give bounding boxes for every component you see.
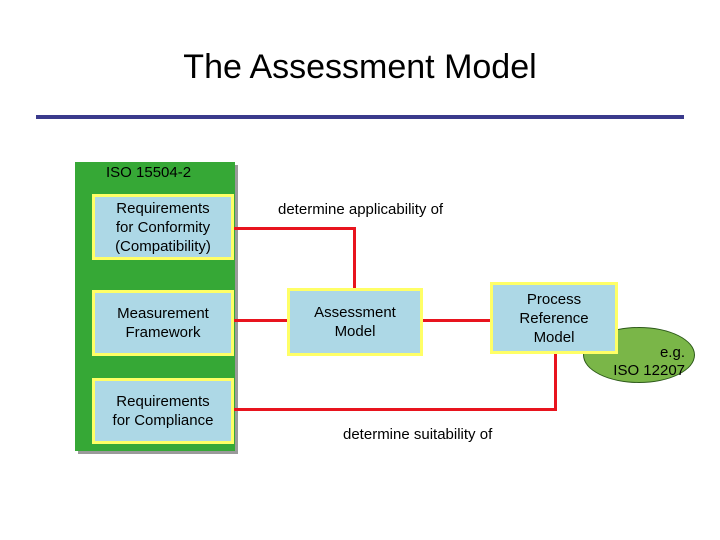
title-underline xyxy=(36,115,684,119)
process-reference-model-box: Process Reference Model xyxy=(490,282,618,354)
requirements-compliance-box: Requirements for Compliance xyxy=(92,378,234,444)
requirements-compliance-text: Requirements for Compliance xyxy=(112,393,214,429)
applicability-label: determine applicability of xyxy=(278,201,444,218)
connector-measurement-assessment xyxy=(234,319,288,322)
slide-title: The Assessment Model xyxy=(183,48,537,86)
standard-label: ISO 15504-2 xyxy=(106,164,192,181)
connector-assessment-reference xyxy=(423,319,491,322)
requirements-conformity-text: Requirements for Conformity (Compatibili… xyxy=(115,199,211,255)
process-reference-model-text: Process Reference Model xyxy=(519,290,589,346)
connector-suitability-horizontal xyxy=(234,408,557,411)
measurement-framework-text: Measurement Framework xyxy=(117,305,209,341)
assessment-model-text: Assessment Model xyxy=(314,304,396,340)
connector-applicability-horizontal xyxy=(234,227,356,230)
connector-applicability-vertical xyxy=(353,227,356,289)
assessment-model-box: Assessment Model xyxy=(287,288,423,356)
measurement-framework-box: Measurement Framework xyxy=(92,290,234,356)
suitability-label: determine suitability of xyxy=(343,426,493,443)
connector-suitability-vertical xyxy=(554,353,557,411)
example-text: e.g. ISO 12207 xyxy=(613,344,685,379)
requirements-conformity-box: Requirements for Conformity (Compatibili… xyxy=(92,194,234,260)
